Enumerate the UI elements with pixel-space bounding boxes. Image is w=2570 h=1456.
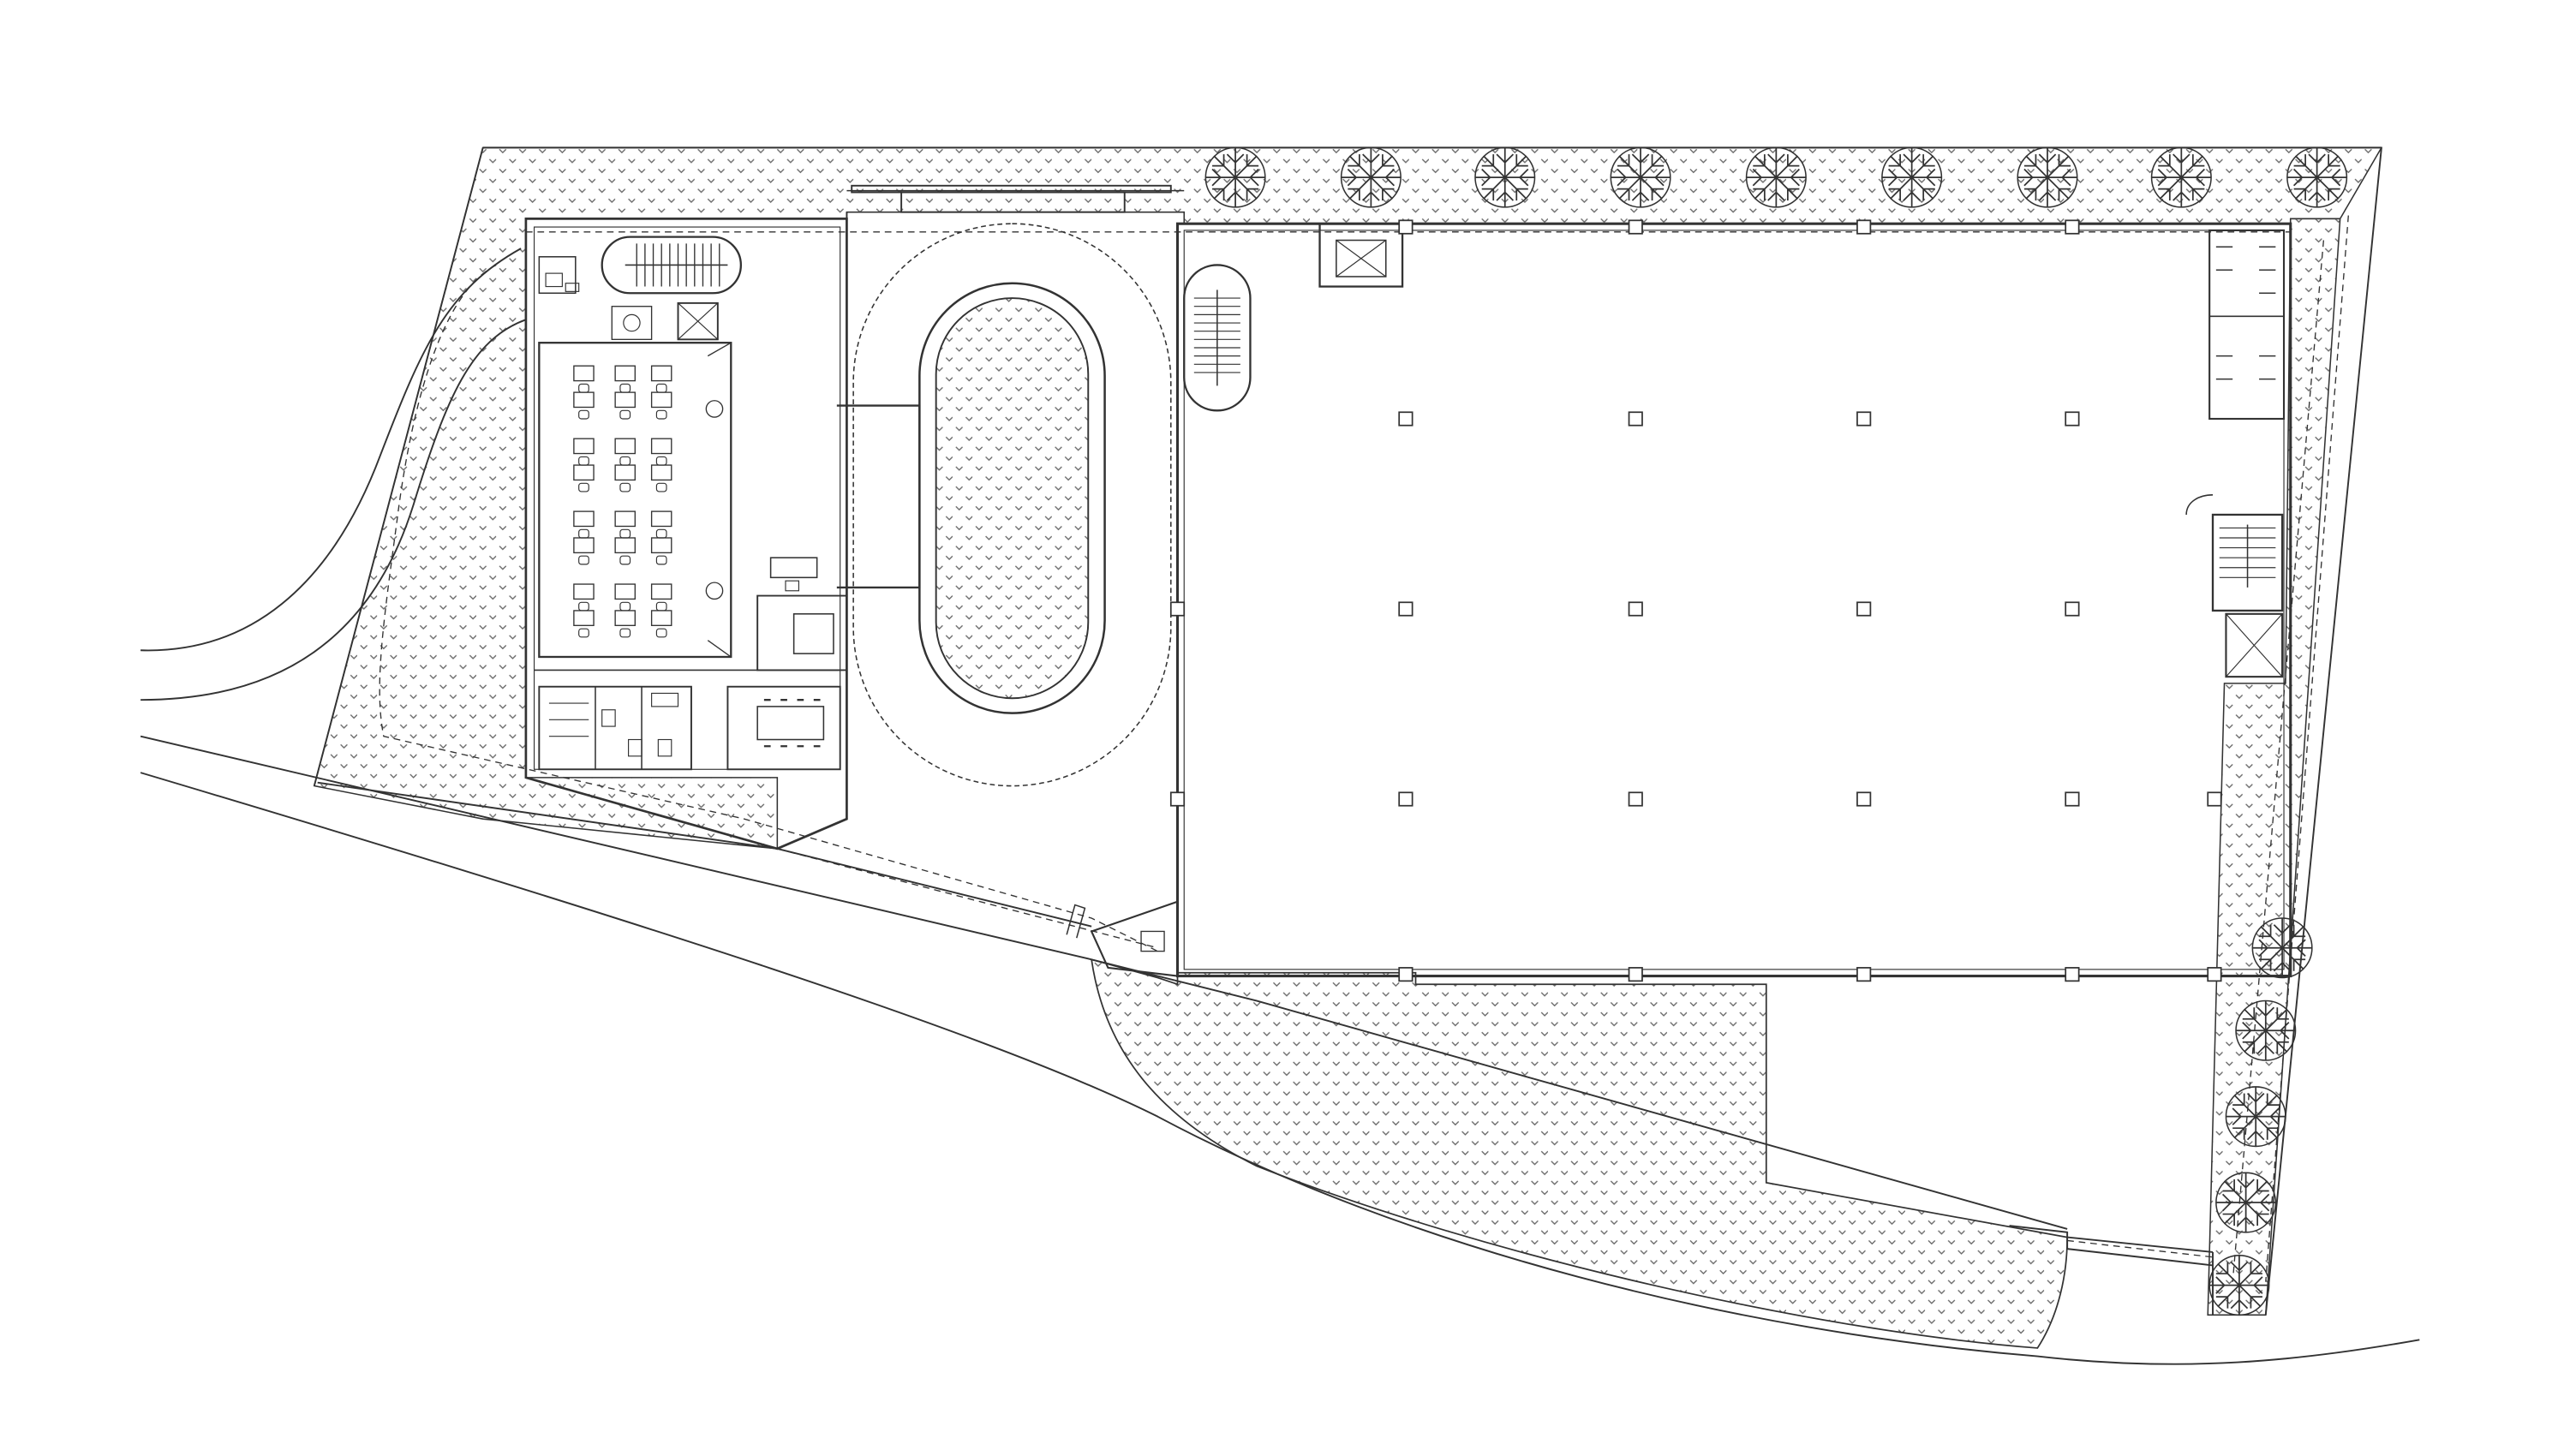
open-office-room: [538, 342, 732, 659]
landscape-hatch: [313, 146, 2383, 1349]
tree-icon: [1745, 146, 1807, 208]
street-trees-north: [1204, 146, 2348, 208]
tree-icon: [2251, 917, 2313, 979]
factory-hall: [1066, 222, 2292, 978]
stair-hall-east: [2211, 513, 2284, 612]
tree-icon: [2017, 146, 2078, 208]
tree-icon: [1340, 146, 1402, 208]
tree-icon: [2150, 146, 2212, 208]
tree-icon: [2215, 1172, 2277, 1233]
tree-icon: [1610, 146, 1671, 208]
tree-icon: [1474, 146, 1536, 208]
office-building: [524, 218, 848, 850]
structural-columns: [1169, 219, 2222, 982]
tree-icon: [2286, 146, 2348, 208]
stair-hall-west: [1183, 264, 1252, 412]
stair-office-north: [601, 236, 743, 295]
tree-icon: [2208, 1254, 2270, 1316]
tree-icon: [1204, 146, 1266, 208]
tree-icon: [2225, 1086, 2286, 1148]
tree-icon: [2235, 1000, 2297, 1061]
tree-icon: [1881, 146, 1943, 208]
office-lower-rooms: [534, 557, 848, 771]
desk-clusters: [573, 365, 672, 638]
